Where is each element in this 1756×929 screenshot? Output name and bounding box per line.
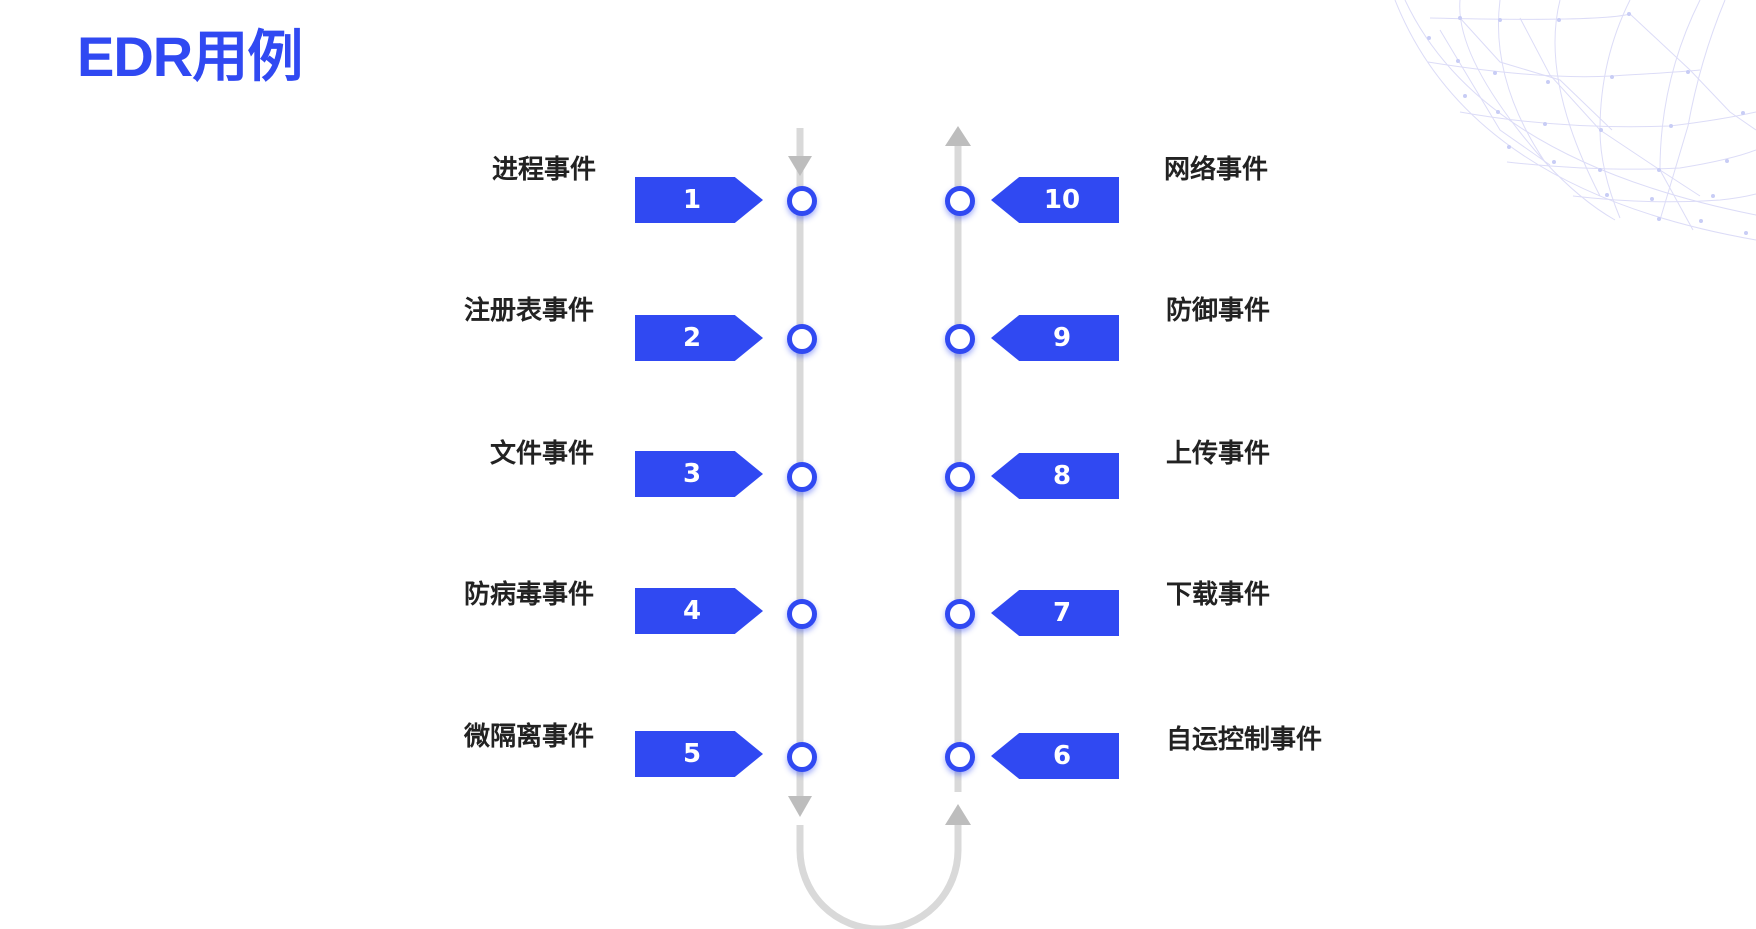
down-arrow-icon bbox=[788, 796, 812, 817]
step-label: 下载事件 bbox=[1166, 580, 1271, 610]
step-number-tag: 10 bbox=[991, 177, 1119, 223]
step-label: 上传事件 bbox=[1166, 439, 1271, 469]
down-arrow-icon bbox=[788, 156, 812, 176]
up-arrow-icon bbox=[945, 126, 971, 146]
step-number-tag: 8 bbox=[991, 453, 1119, 499]
step-node bbox=[945, 742, 975, 772]
page-title: EDR用例 bbox=[77, 25, 303, 88]
step-number-tag: 6 bbox=[991, 733, 1119, 779]
step-node bbox=[787, 599, 817, 629]
up-arrow-icon bbox=[945, 804, 971, 825]
globe-dots bbox=[1427, 12, 1748, 235]
step-node bbox=[787, 742, 817, 772]
step-node bbox=[787, 462, 817, 492]
globe-decoration-icon bbox=[1394, 0, 1756, 241]
step-label: 注册表事件 bbox=[463, 296, 594, 326]
step-number-tag: 2 bbox=[635, 315, 763, 361]
step-node bbox=[787, 324, 817, 354]
u-turn-connector bbox=[796, 825, 962, 929]
step-node bbox=[945, 462, 975, 492]
step-node bbox=[945, 186, 975, 216]
step-number-tag: 4 bbox=[635, 588, 763, 634]
step-label: 网络事件 bbox=[1164, 155, 1269, 185]
step-number-tag: 3 bbox=[635, 451, 763, 497]
step-number-tag: 1 bbox=[635, 177, 763, 223]
step-node bbox=[787, 186, 817, 216]
step-node bbox=[945, 324, 975, 354]
step-number-tag: 7 bbox=[991, 590, 1119, 636]
step-label: 进程事件 bbox=[491, 155, 596, 185]
step-number-tag: 9 bbox=[991, 315, 1119, 361]
step-label: 防御事件 bbox=[1166, 296, 1271, 326]
step-node bbox=[945, 599, 975, 629]
step-label: 防病毒事件 bbox=[463, 580, 594, 610]
step-label: 文件事件 bbox=[489, 439, 594, 469]
step-label: 微隔离事件 bbox=[463, 722, 594, 752]
step-number-tag: 5 bbox=[635, 731, 763, 777]
step-label: 自运控制事件 bbox=[1166, 725, 1323, 755]
